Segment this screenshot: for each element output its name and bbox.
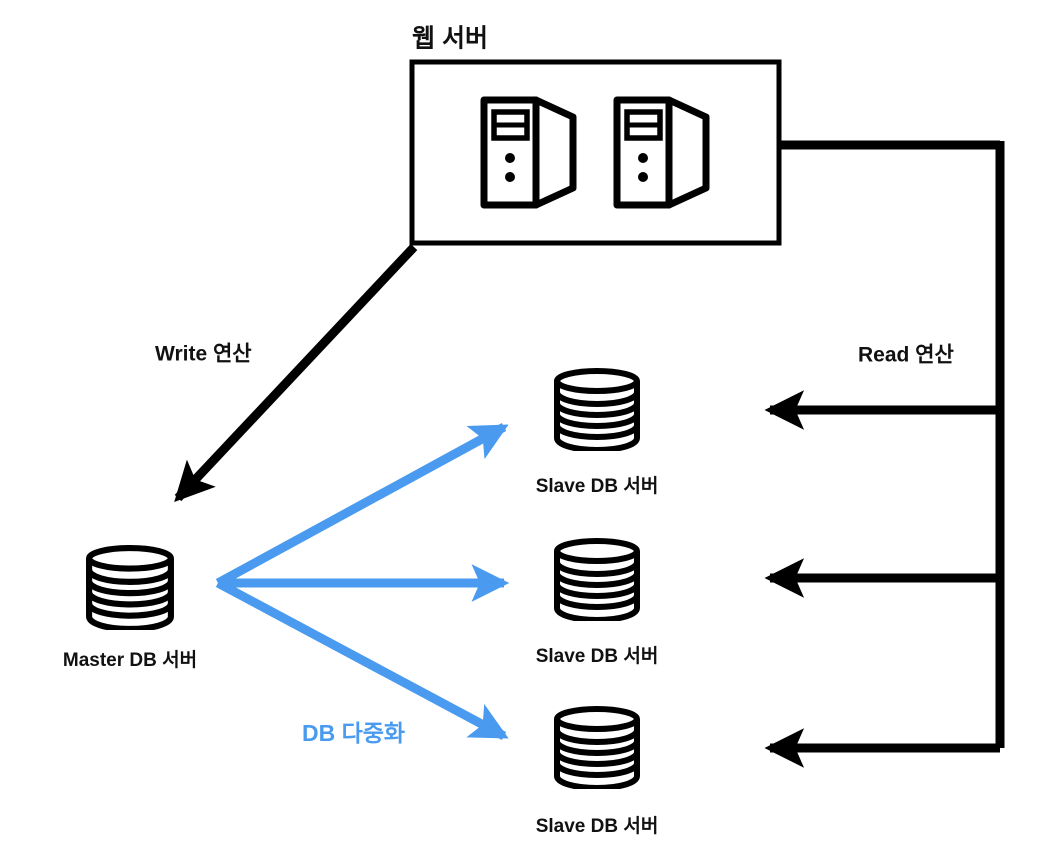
slave-db-server-label: Slave DB 서버	[536, 645, 659, 667]
replication-arrow-bottom	[215, 579, 509, 740]
read-operation-label: Read 연산	[858, 344, 954, 367]
slave-db-server-3: Slave DB 서버	[536, 709, 659, 837]
db-replication-arrows	[215, 423, 510, 740]
master-db-server-label: Master DB 서버	[63, 649, 197, 671]
write-operation-arrow	[174, 243, 418, 503]
master-db-server-icon	[89, 548, 171, 629]
slave-db-server-1: Slave DB 서버	[536, 371, 659, 497]
slave-db-server-label: Slave DB 서버	[536, 475, 659, 497]
web-server-tower-2	[617, 100, 706, 205]
web-server-group-title: 웹 서버	[412, 25, 488, 53]
slave-db-server-2: Slave DB 서버	[536, 541, 659, 667]
write-operation-label: Write 연산	[155, 343, 252, 366]
read-operation-bus	[779, 140, 1005, 748]
slave-db-server-label: Slave DB 서버	[536, 815, 659, 837]
web-server-tower-1	[484, 100, 573, 205]
replication-arrow-top	[215, 423, 509, 587]
db-replication-label: DB 다중화	[302, 720, 405, 746]
read-branch-arrows	[764, 390, 1000, 768]
web-server-group-box	[409, 59, 782, 246]
